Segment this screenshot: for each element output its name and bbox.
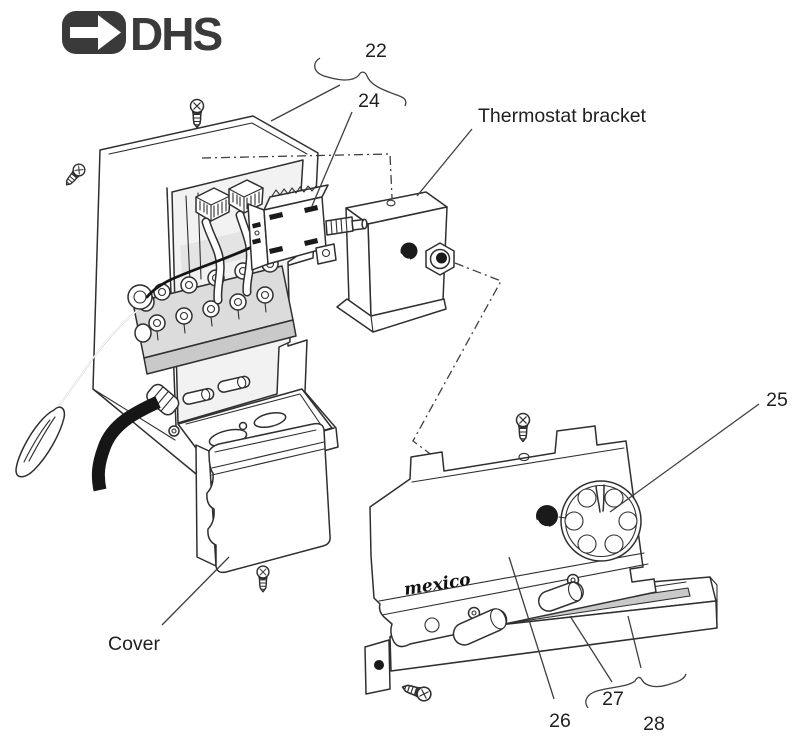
bracket-top-hole <box>386 199 396 207</box>
screw-boss <box>168 425 180 437</box>
arrow-right-icon <box>70 15 121 50</box>
panel-fixing-screw <box>515 412 531 443</box>
brace-27-28 <box>585 673 687 709</box>
grommet <box>127 284 153 310</box>
thermostat-vents <box>271 185 317 197</box>
callout-26: 26 <box>549 710 571 732</box>
link-cylinder <box>182 387 215 405</box>
thermostat-phial <box>15 406 66 478</box>
box-lid-screw <box>189 98 205 129</box>
leader-22 <box>270 84 341 122</box>
knockout-oval <box>253 411 287 429</box>
thermostat-knob <box>560 480 642 562</box>
callout-22: 22 <box>365 40 387 62</box>
mains-cable <box>91 396 161 492</box>
cover-panel <box>195 422 331 574</box>
base-plate-hole <box>374 660 384 670</box>
thermostat-spindle <box>325 216 368 236</box>
panel-knob-hole <box>536 505 558 527</box>
bracket-hole <box>400 242 418 260</box>
spacer-cylinder <box>452 608 508 646</box>
spacer-cylinder <box>537 581 584 612</box>
callout-27: 27 <box>602 688 624 710</box>
thermostat-tab <box>315 243 337 265</box>
thermostat-bracket-part <box>336 191 455 333</box>
cover-ridges <box>211 441 325 476</box>
side-screw <box>61 161 88 190</box>
control-panel-outline <box>369 425 657 648</box>
control-panel: mexico <box>369 425 657 648</box>
base-fixing-screw <box>399 679 434 704</box>
callout-cover: Cover <box>108 633 161 655</box>
panel-hole <box>424 617 440 633</box>
callout-leaders <box>161 57 760 709</box>
alignment-line <box>201 153 393 199</box>
leader-cover <box>161 556 230 626</box>
panel-screw-hole <box>518 452 530 462</box>
callout-labels: 22 24 Thermostat bracket 25 Cover 26 27 … <box>108 40 788 735</box>
link-cylinder <box>217 375 251 393</box>
callout-thermostat-bracket: Thermostat bracket <box>478 105 647 127</box>
cover-screw <box>256 565 270 593</box>
bracket-nut <box>425 242 455 276</box>
leader-27 <box>569 615 613 683</box>
leader-26 <box>508 556 555 700</box>
leader-thermostat-bracket <box>416 128 473 197</box>
callout-25: 25 <box>766 389 788 411</box>
callout-28: 28 <box>643 713 665 735</box>
brace-22 <box>314 57 407 107</box>
leader-25 <box>609 403 760 513</box>
leader-28 <box>627 615 642 669</box>
logo-text: DHS <box>130 8 221 60</box>
alignment-line <box>412 262 502 460</box>
knob-pointer <box>595 484 605 513</box>
leader-24 <box>311 111 353 207</box>
thermostat <box>247 184 368 271</box>
callout-24: 24 <box>358 90 380 112</box>
dhs-logo: DHS <box>62 8 223 60</box>
